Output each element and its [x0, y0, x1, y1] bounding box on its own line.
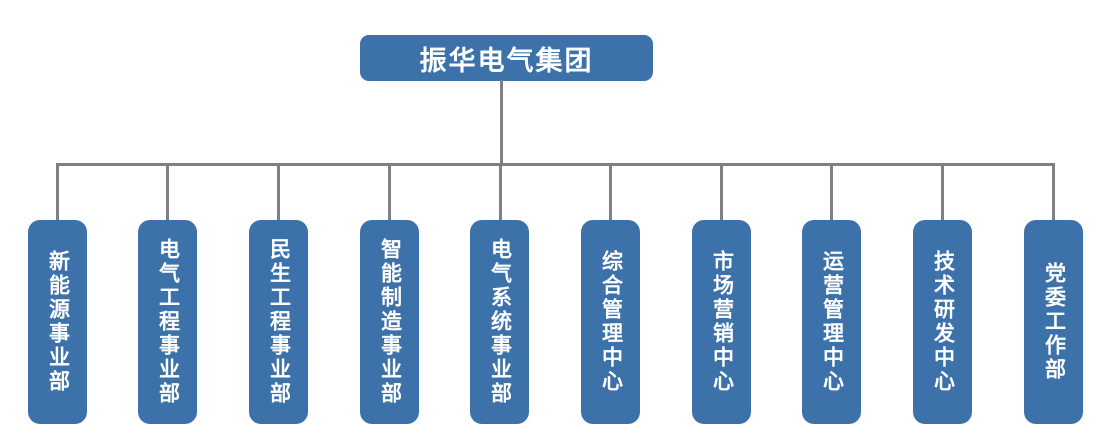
dept-node-label: 综合管理中心	[599, 250, 623, 394]
dept-node: 综合管理中心	[581, 220, 640, 424]
connector-drop	[388, 163, 391, 220]
connector-drop	[941, 163, 944, 220]
dept-node: 运营管理中心	[802, 220, 861, 424]
connector-horizontal	[56, 163, 1055, 166]
connector-drop	[499, 163, 502, 220]
connector-drop	[609, 163, 612, 220]
dept-node-label: 民生工程事业部	[267, 238, 291, 406]
connector-drop	[166, 163, 169, 220]
connector-drop	[56, 163, 59, 220]
dept-node-label: 党委工作部	[1042, 262, 1066, 382]
connector-drop	[830, 163, 833, 220]
dept-node-label: 技术研发中心	[931, 250, 955, 394]
dept-node: 技术研发中心	[913, 220, 972, 424]
dept-node: 智能制造事业部	[360, 220, 419, 424]
dept-node-label: 市场营销中心	[710, 250, 734, 394]
dept-node-label: 新能源事业部	[46, 250, 70, 394]
connector-root-vertical	[500, 80, 503, 165]
dept-node-label: 运营管理中心	[820, 250, 844, 394]
dept-node: 电气工程事业部	[138, 220, 197, 424]
dept-node-label: 电气工程事业部	[156, 238, 180, 406]
dept-node: 民生工程事业部	[249, 220, 308, 424]
dept-node: 党委工作部	[1024, 220, 1083, 424]
dept-node: 电气系统事业部	[470, 220, 529, 424]
root-node: 振华电气集团	[360, 35, 653, 81]
dept-node: 市场营销中心	[692, 220, 751, 424]
connector-drop	[1052, 163, 1055, 220]
connector-drop	[277, 163, 280, 220]
connector-drop	[720, 163, 723, 220]
dept-node-label: 电气系统事业部	[488, 238, 512, 406]
root-node-label: 振华电气集团	[419, 45, 594, 76]
dept-node: 新能源事业部	[28, 220, 87, 424]
dept-node-label: 智能制造事业部	[378, 238, 402, 406]
